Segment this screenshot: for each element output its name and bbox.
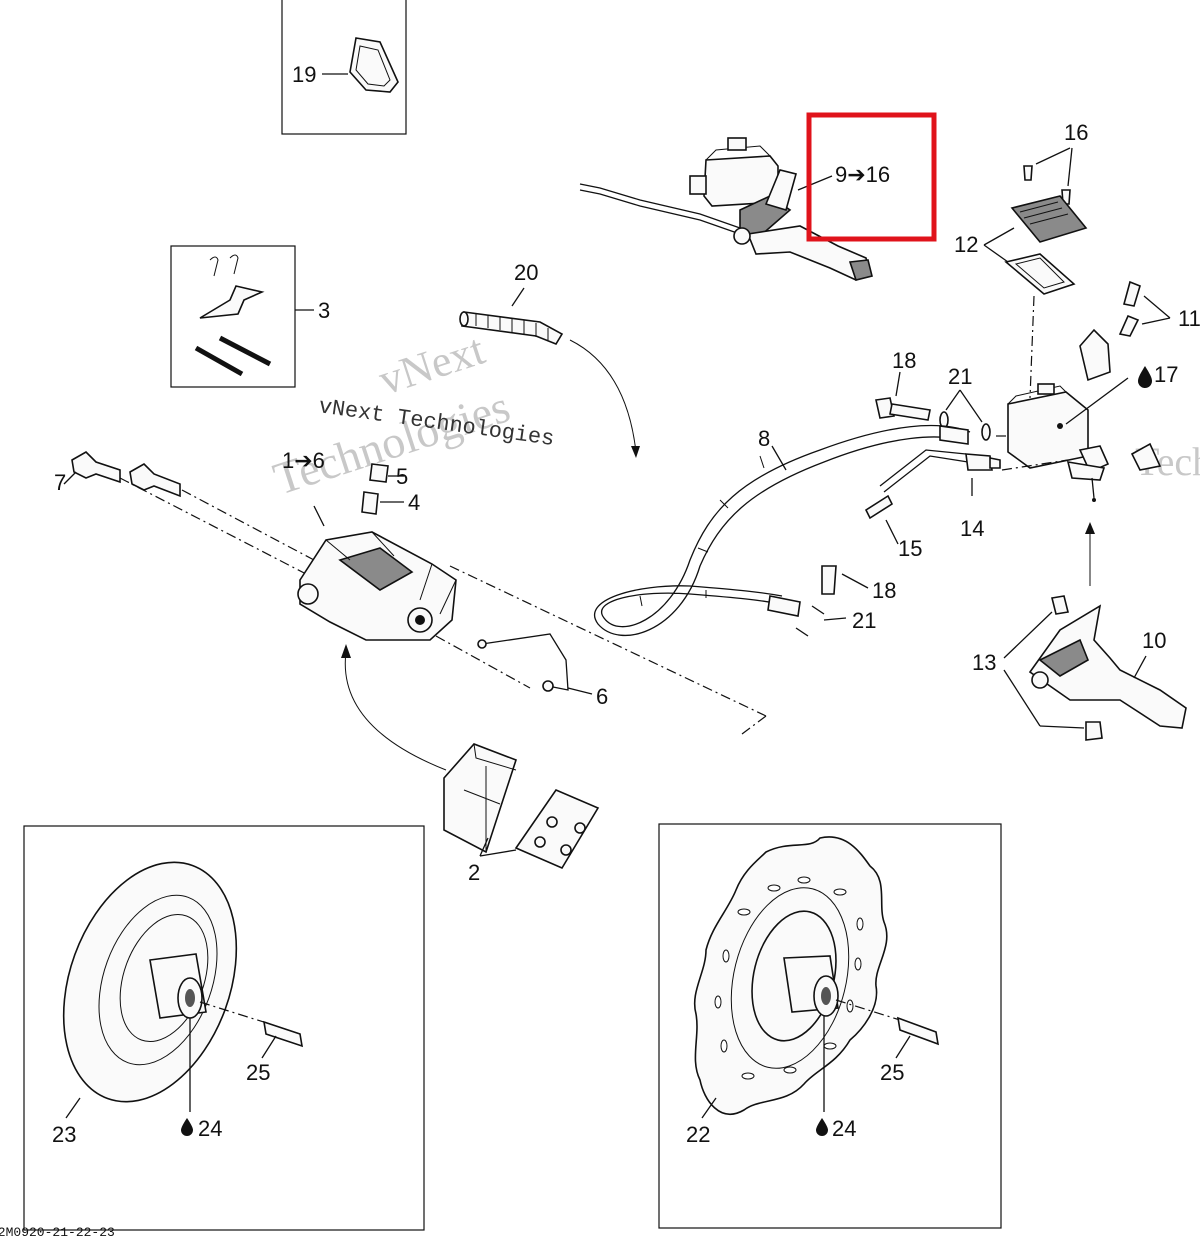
part-clamp <box>1079 328 1111 382</box>
disc-22-box: 25 24 22 <box>658 823 1002 1229</box>
banjo-bolt-bottom: 18 21 <box>795 565 896 637</box>
label-1-6: 1➔6 <box>282 448 325 473</box>
part-18-bolt-bottom <box>821 565 837 595</box>
part-16-screw-a <box>1023 165 1033 181</box>
brake-hose-8: 8 <box>594 424 971 637</box>
part-2-pad-b <box>514 789 600 870</box>
part-10-lever <box>1028 604 1187 729</box>
label-9-16: 9➔16 <box>835 162 890 187</box>
label-21-bottom: 21 <box>852 608 876 633</box>
part-25-pin-b <box>896 1016 940 1046</box>
part-3-pin-b <box>194 345 244 377</box>
part-13-nut <box>1085 721 1103 741</box>
label-6: 6 <box>596 684 608 709</box>
label-11: 11 <box>1178 306 1200 331</box>
part-3-box: 3 <box>170 245 330 388</box>
drop-icon-24-right <box>816 1118 828 1136</box>
label-3: 3 <box>318 298 330 323</box>
label-2: 2 <box>468 860 480 885</box>
part-3-clip-a <box>209 256 219 277</box>
part-3-clip-b <box>229 254 239 275</box>
label-18-top: 18 <box>892 348 916 373</box>
part-12-gasket <box>1004 253 1076 295</box>
part-11-bolt-a <box>1123 280 1141 307</box>
label-15: 15 <box>898 536 922 561</box>
label-4: 4 <box>408 490 420 515</box>
label-24-left: 24 <box>198 1116 222 1141</box>
caliper-assembly: 7 5 4 1➔6 6 <box>54 448 767 735</box>
part-4-fitting <box>361 491 379 515</box>
part-3-pin-a <box>218 335 272 367</box>
part-20-sleeve: 20 <box>459 260 640 458</box>
label-21-top: 21 <box>948 364 972 389</box>
label-7: 7 <box>54 470 66 495</box>
label-16: 16 <box>1064 120 1088 145</box>
part-7-bolt-a <box>71 451 121 484</box>
top-cable <box>579 183 741 229</box>
reference-code: 22M0920-21-22-23 <box>0 1225 115 1239</box>
part-23-disc <box>62 861 238 1103</box>
label-12: 12 <box>954 232 978 257</box>
part-13-pin <box>1051 595 1069 615</box>
part-7-bolt-b <box>129 463 181 498</box>
highlight-box <box>806 112 937 242</box>
master-cylinder-exploded: 16 12 11 17 <box>954 120 1200 502</box>
drop-icon-24-left <box>181 1118 193 1136</box>
label-22: 22 <box>686 1122 710 1147</box>
label-24-right: 24 <box>832 1116 856 1141</box>
part-2-pad-a <box>443 743 517 854</box>
part-6-brake-line <box>481 633 569 691</box>
part-25-pin-a <box>262 1020 304 1048</box>
label-25-right: 25 <box>880 1060 904 1085</box>
label-5: 5 <box>396 464 408 489</box>
part-5-cap <box>369 463 389 483</box>
part-19-clip <box>349 37 399 93</box>
label-10: 10 <box>1142 628 1166 653</box>
washer-21-b <box>981 423 991 441</box>
drop-icon-17 <box>1138 366 1152 388</box>
brake-lever-assembly: 13 10 <box>972 522 1187 741</box>
label-23: 23 <box>52 1122 76 1147</box>
label-20: 20 <box>514 260 538 285</box>
part-17-reservoir-body <box>1007 391 1089 469</box>
brake-pads: 2 <box>443 743 600 885</box>
part-14-switch <box>965 453 993 471</box>
brake-switch: 14 15 <box>864 449 1069 561</box>
label-19: 19 <box>292 62 316 87</box>
disc-22-holes <box>714 876 864 1080</box>
label-13: 13 <box>972 650 996 675</box>
banjo-bolt-top: 18 21 <box>875 348 1006 441</box>
disc-23-box: 25 24 23 <box>23 825 425 1231</box>
label-14: 14 <box>960 516 984 541</box>
part-15-terminals <box>864 494 894 520</box>
part-boot <box>1130 442 1162 471</box>
part-19-box: 19 <box>281 0 407 135</box>
label-25-left: 25 <box>246 1060 270 1085</box>
part-11-bolt-b <box>1118 314 1140 337</box>
master-cylinder-assembly-top <box>579 137 873 281</box>
label-8: 8 <box>758 426 770 451</box>
label-18-bottom: 18 <box>872 578 896 603</box>
part-3-spring <box>199 285 265 319</box>
label-17: 17 <box>1154 362 1178 387</box>
